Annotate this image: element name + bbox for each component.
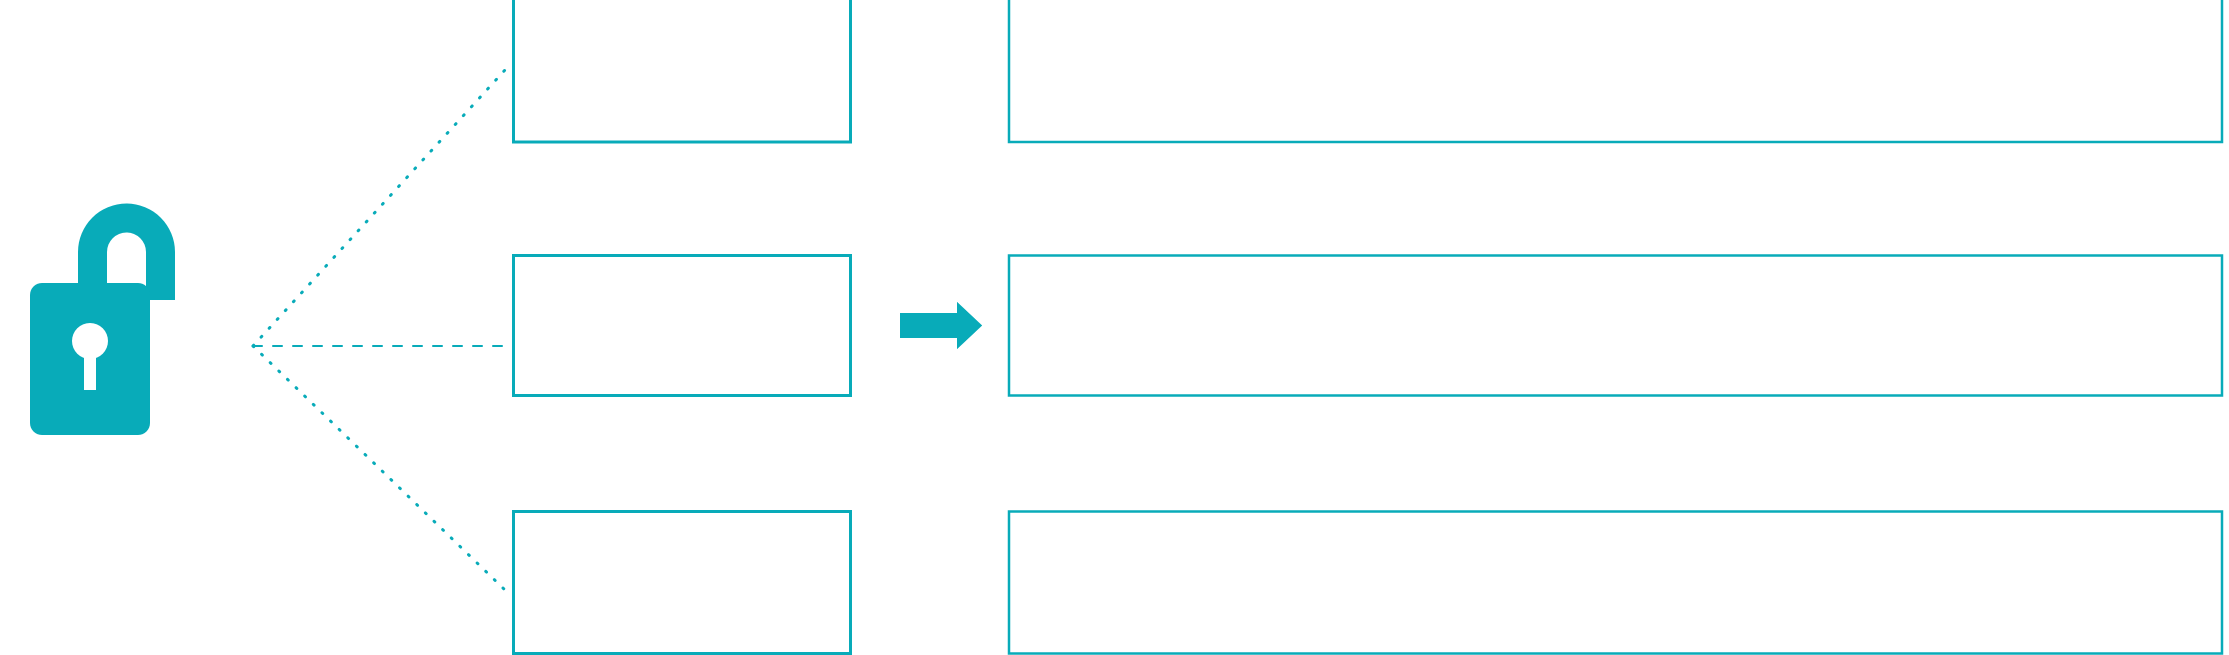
connector-group xyxy=(251,68,507,592)
left-box-row-3[interactable] xyxy=(512,510,852,655)
lock-icon[interactable] xyxy=(30,203,175,435)
right-box-row-2[interactable] xyxy=(1007,254,2224,397)
connector-line-row-1 xyxy=(251,68,507,348)
right-box-row-3[interactable] xyxy=(1007,510,2224,655)
row-3-group xyxy=(512,302,2224,655)
row-2-group xyxy=(512,254,2224,397)
lock-keyhole-circle xyxy=(72,323,108,359)
connector-line-row-3 xyxy=(251,344,507,592)
right-box-row-1[interactable] xyxy=(1007,0,2224,144)
left-box-row-2[interactable] xyxy=(512,254,852,397)
right-arrow-icon-row-3 xyxy=(900,302,982,349)
lock-keyhole-stem xyxy=(84,352,96,390)
lock-shackle xyxy=(78,203,175,300)
left-box-row-1[interactable] xyxy=(512,0,852,144)
